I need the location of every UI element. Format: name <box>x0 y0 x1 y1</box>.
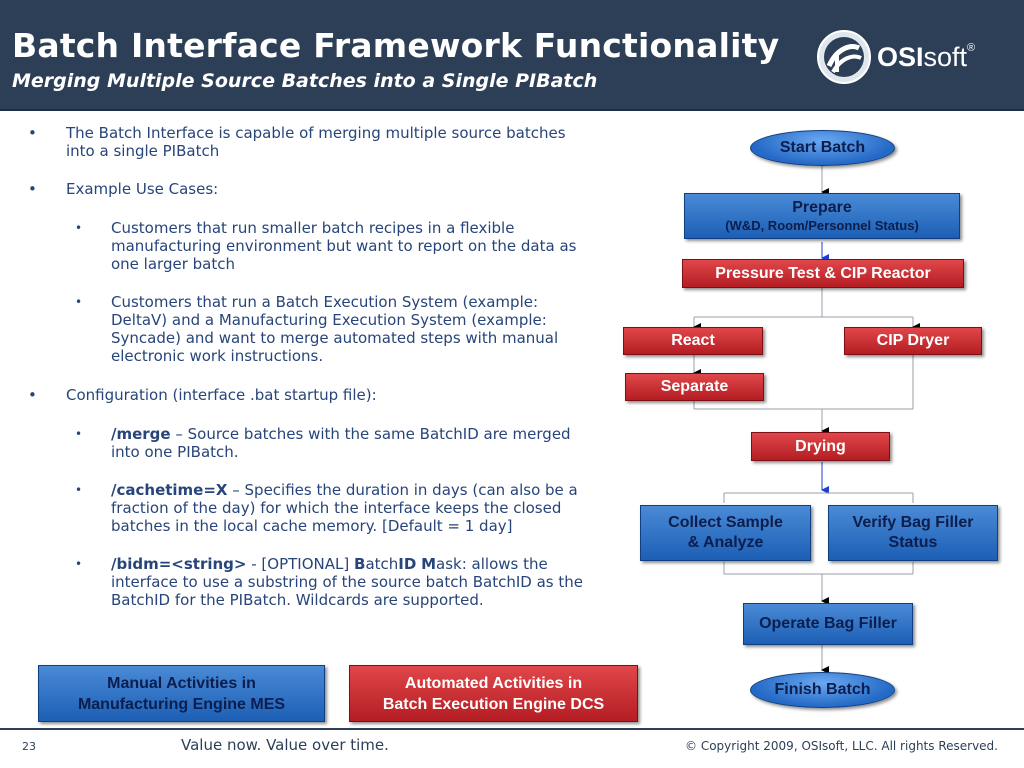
start-batch-node: Start Batch <box>750 130 895 166</box>
legend-automated-line-1: Automated Activities in <box>404 674 583 692</box>
footer-divider <box>0 728 1024 730</box>
legend-manual-activities: Manual Activities in Manufacturing Engin… <box>38 665 325 722</box>
bullet-use-cases: Example Use Cases: <box>28 180 588 198</box>
page-subtitle: Merging Multiple Source Batches into a S… <box>12 70 598 92</box>
flowchart-connectors <box>693 164 920 674</box>
legend-automated-line-2: Batch Execution Engine DCS <box>382 695 605 713</box>
prepare-sublabel: (W&D, Room/Personnel Status) <box>725 218 919 233</box>
batch-flowchart: Start Batch Prepare (W&D, Room/Personnel… <box>600 118 1024 718</box>
legend-manual-line-1: Manual Activities in <box>107 674 256 692</box>
collect-sample-node: Collect Sample & Analyze <box>640 505 811 561</box>
slide-number: 23 <box>22 740 36 753</box>
bullet-list: The Batch Interface is capable of mergin… <box>28 124 588 609</box>
logo-text: OSIsoft® <box>877 42 976 72</box>
bullet-use-case-2: Customers that run a Batch Execution Sys… <box>28 293 588 365</box>
collect-sample-line-1: Collect Sample <box>668 514 783 531</box>
osisoft-logo: OSIsoft® <box>815 28 985 88</box>
verify-bag-line-2: Status <box>888 534 938 551</box>
react-node: React <box>623 327 763 355</box>
finish-batch-node: Finish Batch <box>750 672 895 708</box>
bullet-configuration: Configuration (interface .bat startup fi… <box>28 386 588 404</box>
operate-bag-filler-node: Operate Bag Filler <box>743 603 913 645</box>
bullet-cachetime-option: /cachetime=X – Specifies the duration in… <box>28 481 588 535</box>
prepare-node: Prepare (W&D, Room/Personnel Status) <box>684 193 960 239</box>
bullet-bidm-option: /bidm=<string> - [OPTIONAL] BatchID Mask… <box>28 555 588 609</box>
legend-manual-line-2: Manufacturing Engine MES <box>77 695 286 713</box>
pressure-test-node: Pressure Test & CIP Reactor <box>682 259 964 288</box>
collect-sample-line-2: & Analyze <box>687 534 764 551</box>
bullet-intro: The Batch Interface is capable of mergin… <box>28 124 588 160</box>
legend-automated-activities: Automated Activities in Batch Execution … <box>349 665 638 722</box>
footer-copyright: © Copyright 2009, OSIsoft, LLC. All righ… <box>685 739 998 753</box>
verify-bag-line-1: Verify Bag Filler <box>852 514 974 531</box>
separate-node: Separate <box>625 373 764 401</box>
drying-node: Drying <box>751 432 890 461</box>
prepare-label: Prepare <box>792 199 852 216</box>
cip-dryer-node: CIP Dryer <box>844 327 982 355</box>
page-title: Batch Interface Framework Functionality <box>12 26 780 65</box>
slide-header: Batch Interface Framework Functionality … <box>0 0 1024 111</box>
osisoft-logo-icon <box>817 30 871 84</box>
footer-tagline: Value now. Value over time. <box>181 736 389 754</box>
bullet-use-case-1: Customers that run smaller batch recipes… <box>28 219 588 273</box>
bullet-merge-option: /merge – Source batches with the same Ba… <box>28 425 588 461</box>
verify-bag-filler-node: Verify Bag Filler Status <box>828 505 998 561</box>
